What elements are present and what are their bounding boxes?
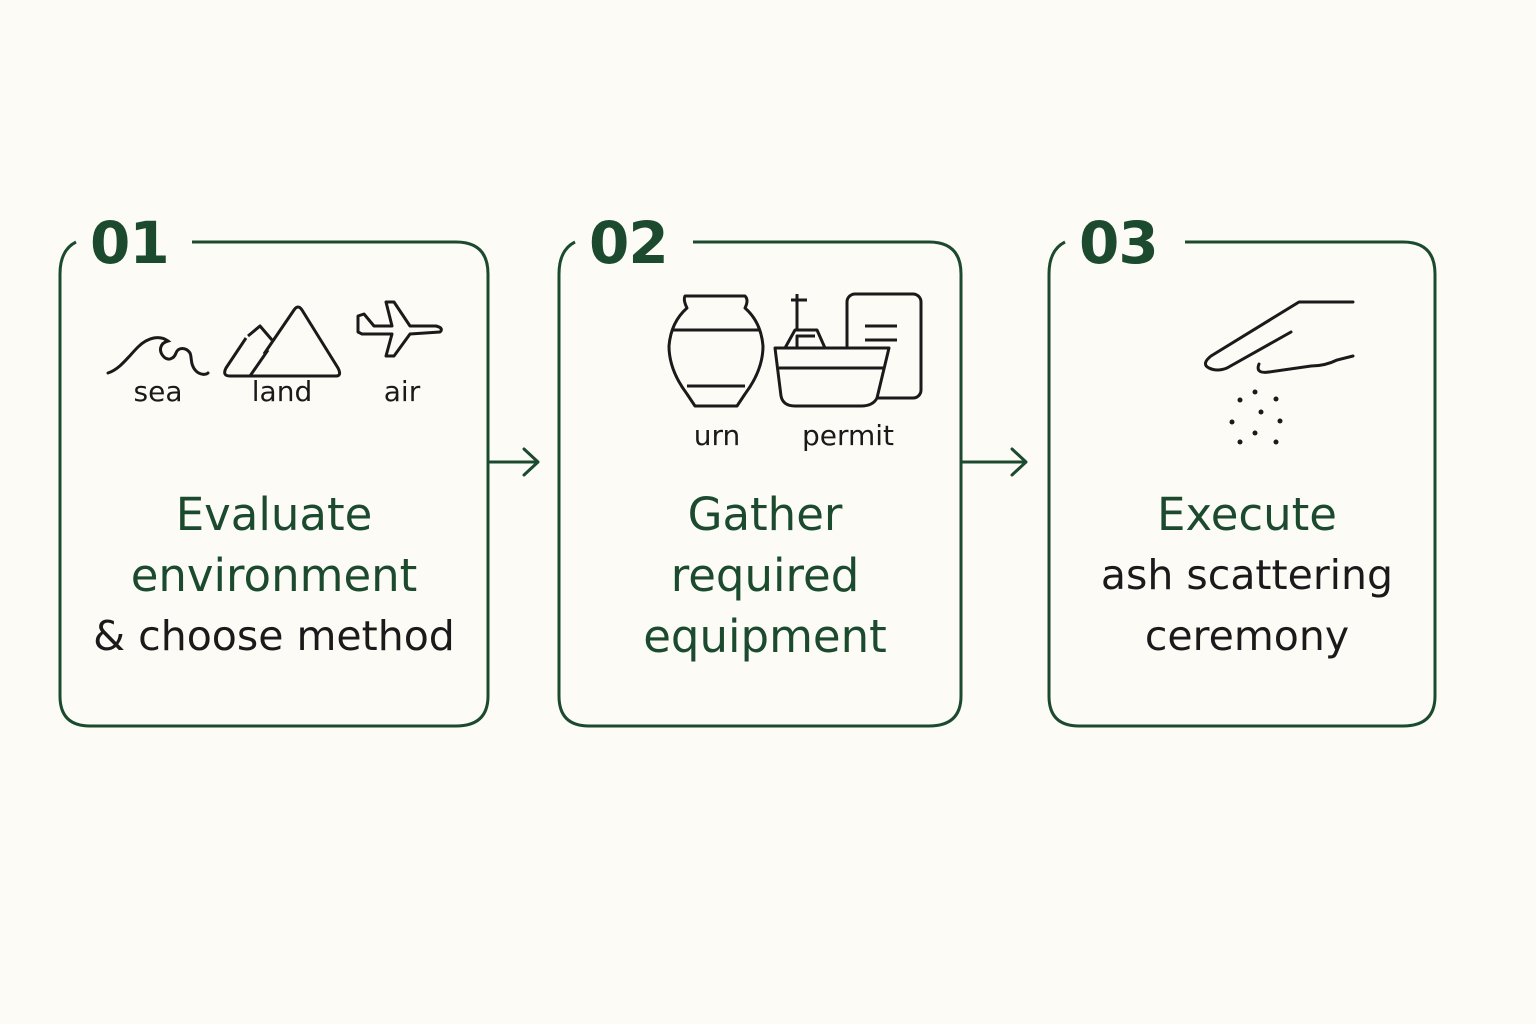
icon-label-permit: permit [801,419,895,452]
icon-label-air: air [383,375,421,408]
step-title-2-line-3: equipment [643,610,887,663]
icon-label-sea: sea [133,375,183,408]
step-number-3: 03 [1079,209,1159,277]
step-title-3: Execute ash scattering ceremony [1047,484,1447,667]
icon-label-land: land [251,375,313,408]
step-title-2: Gather required equipment [557,484,973,667]
step-card-1: 01 sea land air Evaluate environment & c… [58,212,490,728]
step-number-2: 02 [589,209,669,277]
boat-document-icon [773,292,923,408]
hand-scattering-icon [1204,300,1355,445]
step-title-2-line-2: required [670,549,860,602]
step-card-2: 02 urn permit Gather required equipment [557,212,963,728]
icon-label-urn: urn [693,419,741,452]
step-title-3-line-2: ash scattering [1100,551,1394,599]
step-card-3: 03 Execute ash scattering ceremony [1047,212,1439,728]
step-title-2-line-1: Gather [687,488,843,541]
step-title-1-line-2: environment [130,549,418,602]
wave-icon [106,336,210,376]
arrow-icon-2-to-3 [960,447,1028,477]
step-title-1-line-1: Evaluate [175,488,373,541]
step-title-3-line-3: ceremony [1144,612,1350,660]
step-card-1-frame [58,240,490,728]
step-title-3-line-1: Execute [1157,488,1337,541]
arrow-icon-1-to-2 [488,447,540,477]
step-card-2-frame [557,240,963,728]
airplane-icon [356,300,443,358]
step-title-1-line-3: & choose method [93,612,455,660]
step-card-3-frame [1047,240,1437,728]
mountain-icon [223,305,342,378]
step-title-1: Evaluate environment & choose method [58,484,490,667]
step-number-1: 01 [90,209,170,277]
urn-icon [667,294,765,408]
